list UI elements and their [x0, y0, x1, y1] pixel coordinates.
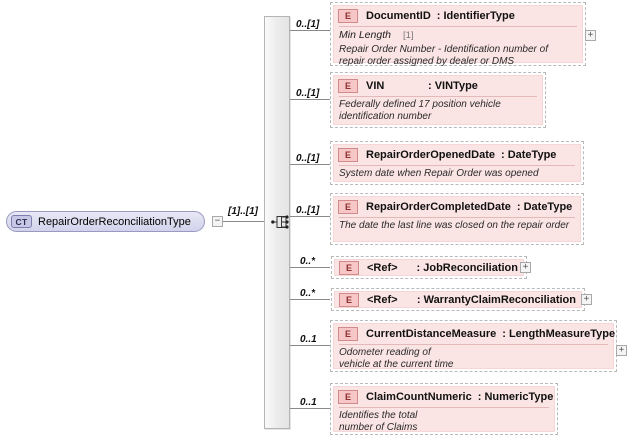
- element-box[interactable]: E CurrentDistanceMeasure : LengthMeasure…: [330, 320, 617, 372]
- element-type: : VINType: [428, 80, 478, 92]
- element-name: ClaimCountNumeric: [366, 391, 472, 403]
- element-header: E ClaimCountNumeric : NumericType: [334, 387, 554, 407]
- complex-type-node[interactable]: CT RepairOrderReconciliationType: [6, 211, 205, 232]
- expand-toggle-icon[interactable]: +: [581, 294, 592, 305]
- element-annotation: Federally defined 17 position vehicle id…: [339, 99, 501, 122]
- element-type: : DateType: [516, 201, 573, 213]
- element-badge: E: [339, 293, 359, 307]
- divider: [339, 165, 575, 166]
- element-badge: E: [339, 261, 359, 275]
- element-name: <Ref>: [367, 294, 398, 306]
- element-box[interactable]: E ClaimCountNumeric : NumericType Identi…: [330, 383, 558, 435]
- divider: [339, 344, 608, 345]
- divider: [339, 96, 537, 97]
- connector-line: [290, 299, 330, 300]
- element-badge: E: [338, 327, 358, 341]
- element-badge: E: [338, 148, 358, 162]
- connector-line: [290, 30, 330, 31]
- cardinality-label: 0..[1]: [296, 88, 320, 99]
- cardinality-label: 0..*: [300, 288, 316, 299]
- cardinality-label: 0..1: [300, 397, 317, 408]
- element-name: RepairOrderOpenedDate: [366, 149, 495, 161]
- element-type: : JobReconciliation: [416, 262, 518, 274]
- collapse-toggle-icon[interactable]: −: [212, 216, 223, 227]
- element-box[interactable]: E <Ref> : WarrantyClaimReconciliation: [331, 288, 585, 311]
- element-type: : DateType: [500, 149, 557, 161]
- element-badge: E: [338, 390, 358, 404]
- connector-line: [290, 345, 330, 346]
- cardinality-label: 0..1: [300, 334, 317, 345]
- element-annotation: Repair Order Number - Identification num…: [339, 44, 548, 67]
- element-name: CurrentDistanceMeasure: [366, 328, 497, 340]
- element-annotation: Identifies the total number of Claims: [339, 410, 418, 433]
- element-box[interactable]: E DocumentID : IdentifierType Min Length…: [330, 2, 586, 67]
- element-type: : NumericType: [477, 391, 554, 403]
- element-annotation: System date when Repair Order was opened: [339, 168, 539, 179]
- element-header: E VIN : VINType: [334, 76, 542, 96]
- element-badge: E: [338, 9, 358, 23]
- element-name: DocumentID: [366, 10, 431, 22]
- element-annotation: Odometer reading of vehicle at the curre…: [339, 347, 454, 370]
- element-header: E RepairOrderOpenedDate : DateType: [334, 145, 580, 165]
- element-name: VIN: [366, 80, 385, 92]
- element-name: <Ref>: [367, 262, 398, 274]
- connector-line: [290, 267, 330, 268]
- sequence-icon[interactable]: [271, 212, 291, 232]
- element-header: E RepairOrderCompletedDate : DateType: [334, 197, 580, 217]
- element-header: E CurrentDistanceMeasure : LengthMeasure…: [334, 324, 616, 344]
- complex-type-label: RepairOrderReconciliationType: [38, 215, 191, 228]
- divider: [339, 26, 577, 27]
- element-box[interactable]: E VIN : VINType Federally defined 17 pos…: [330, 72, 546, 128]
- element-type: : IdentifierType: [436, 10, 515, 22]
- facet-label: Min Length: [339, 29, 391, 41]
- element-annotation: The date the last line was closed on the…: [339, 220, 570, 231]
- element-name: RepairOrderCompletedDate: [366, 201, 511, 213]
- element-badge: E: [338, 79, 358, 93]
- connector-line: [290, 408, 330, 409]
- element-type: : LengthMeasureType: [502, 328, 616, 340]
- facet-value: [1]: [402, 30, 414, 41]
- element-type: : WarrantyClaimReconciliation: [416, 294, 576, 306]
- connector-root-to-sequence: [223, 221, 271, 222]
- cardinality-label: 0..[1]: [296, 153, 320, 164]
- connector-line: [290, 216, 330, 217]
- element-box[interactable]: E RepairOrderOpenedDate : DateType Syste…: [330, 141, 584, 185]
- complex-type-badge: CT: [11, 215, 32, 228]
- element-header: E <Ref> : JobReconciliation: [335, 260, 523, 276]
- element-box[interactable]: E <Ref> : JobReconciliation: [331, 256, 527, 279]
- expand-toggle-icon[interactable]: +: [585, 30, 596, 41]
- facet-row: Min Length [1]: [334, 27, 582, 42]
- connector-line: [290, 99, 330, 100]
- divider: [339, 407, 549, 408]
- expand-toggle-icon[interactable]: +: [520, 262, 531, 273]
- divider: [339, 217, 575, 218]
- expand-toggle-icon[interactable]: +: [616, 345, 627, 356]
- connector-line: [290, 164, 330, 165]
- element-header: E <Ref> : WarrantyClaimReconciliation: [335, 292, 581, 308]
- element-header: E DocumentID : IdentifierType: [334, 6, 582, 26]
- cardinality-label: 0..[1]: [296, 19, 320, 30]
- element-badge: E: [338, 200, 358, 214]
- cardinality-label: 0..[1]: [296, 205, 320, 216]
- root-cardinality-label: [1]..[1]: [228, 206, 258, 217]
- cardinality-label: 0..*: [300, 256, 316, 267]
- element-box[interactable]: E RepairOrderCompletedDate : DateType Th…: [330, 193, 584, 245]
